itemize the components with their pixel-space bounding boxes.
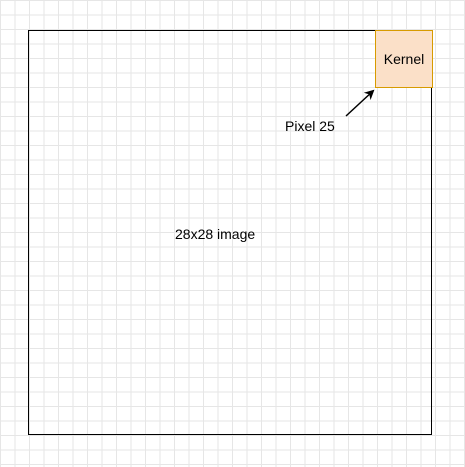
image-label: 28x28 image: [175, 226, 256, 242]
kernel-box: Kernel: [375, 30, 433, 88]
pixel-label: Pixel 25: [285, 118, 335, 134]
image-box: [28, 30, 432, 435]
kernel-label: Kernel: [383, 51, 425, 67]
